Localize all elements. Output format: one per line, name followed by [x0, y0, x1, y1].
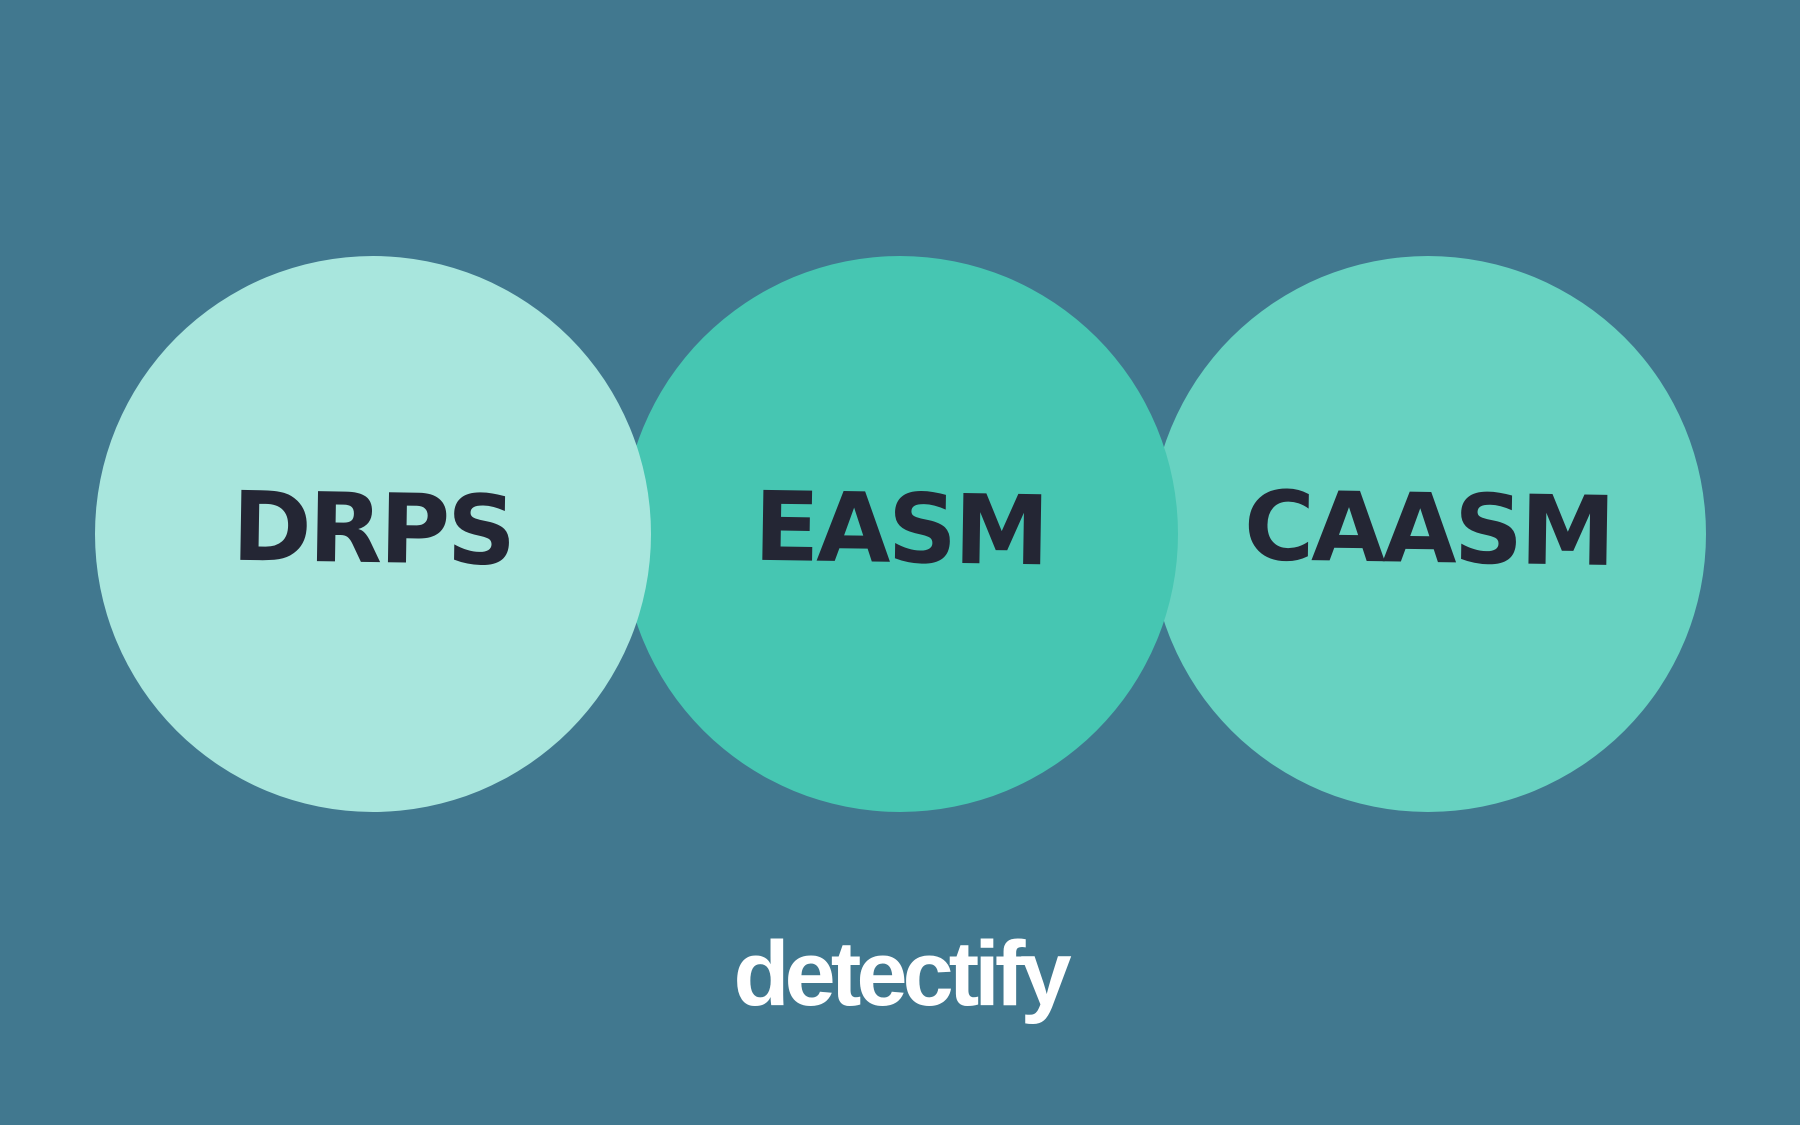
- label-easm: EASM: [752, 470, 1048, 588]
- detectify-logo: detectify: [733, 923, 1071, 1025]
- label-caasm: CAASM: [1242, 470, 1614, 588]
- label-drps: DRPS: [231, 470, 515, 588]
- circle-caasm: CAASM: [1150, 256, 1706, 812]
- circle-drps: DRPS: [95, 256, 651, 812]
- circle-easm: EASM: [622, 256, 1178, 812]
